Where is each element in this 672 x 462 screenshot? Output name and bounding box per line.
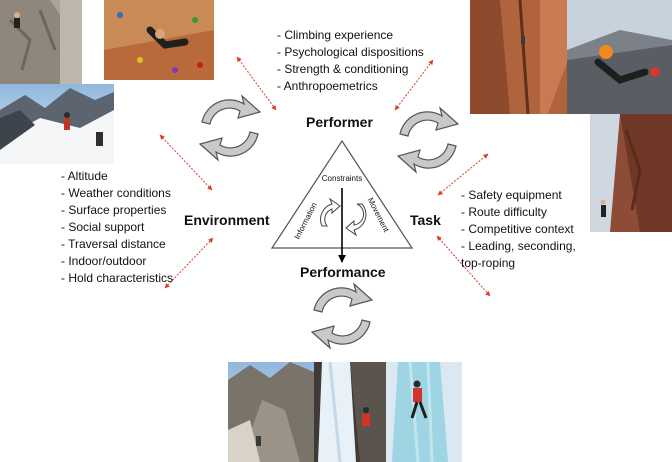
cycle-icon-performance [310, 282, 374, 350]
task-factor: - Leading, seconding, [461, 239, 576, 253]
cycle-arrows [198, 94, 460, 350]
performer-label: Performer [306, 114, 373, 130]
top-left-photo-collage [0, 0, 214, 164]
climber-on-rock-face-photo [590, 114, 672, 232]
rock-climber-on-cliff-photo [0, 0, 82, 84]
arrow-top-left [236, 56, 277, 111]
ice-climber-red-jacket-photo [386, 361, 462, 462]
task-label: Task [410, 212, 441, 228]
environment-factor: - Altitude [61, 169, 108, 183]
arrow-left-upper [159, 134, 213, 191]
alpine-rock-climber-photo [228, 362, 314, 462]
environment-factor: - Social support [61, 220, 145, 234]
performance-label: Performance [300, 264, 386, 280]
triangle-inner-cycle-icon [320, 197, 367, 237]
environment-factor: - Indoor/outdoor [61, 254, 147, 268]
cycle-icon-performer-task [396, 106, 460, 174]
crack-climbing-photo [470, 0, 568, 115]
arrow-right-upper [437, 153, 489, 196]
performer-factors-list: - Climbing experience - Psychological di… [277, 27, 424, 95]
top-right-photo-collage [470, 0, 672, 232]
constraints-triangle: Constraints Information Movement [270, 139, 414, 263]
performer-factor: - Anthropoemetrics [277, 79, 378, 93]
environment-label: Environment [184, 212, 270, 228]
task-factor: top-roping [461, 256, 516, 270]
environment-factors-list: - Altitude - Weather conditions - Surfac… [61, 168, 173, 287]
environment-factor: - Weather conditions [61, 186, 171, 200]
climber-with-orange-helmet-photo [567, 0, 672, 114]
task-factor: - Safety equipment [461, 188, 562, 202]
performer-factor: - Psychological dispositions [277, 45, 424, 59]
task-factor: - Route difficulty [461, 205, 547, 219]
environment-factor: - Surface properties [61, 203, 167, 217]
task-factors-list: - Safety equipment - Route difficulty - … [461, 187, 576, 272]
bottom-photo-strip [228, 361, 462, 462]
connector-arrows [159, 56, 491, 297]
indoor-bouldering-wall-photo [104, 0, 214, 80]
task-factor: - Competitive context [461, 222, 574, 236]
arrow-right-lower [436, 235, 491, 297]
environment-factor: - Hold characteristics [61, 271, 174, 285]
mountaineers-on-snow-ridge-photo [0, 84, 114, 164]
triangle-label-constraints: Constraints [322, 174, 362, 183]
ice-fall-climber-photo [314, 361, 386, 462]
performer-factor: - Climbing experience [277, 28, 394, 42]
cycle-icon-performer-environment [198, 94, 262, 162]
performer-factor: - Strength & conditioning [277, 62, 409, 76]
environment-factor: - Traversal distance [61, 237, 166, 251]
arrow-left-lower [164, 237, 214, 289]
